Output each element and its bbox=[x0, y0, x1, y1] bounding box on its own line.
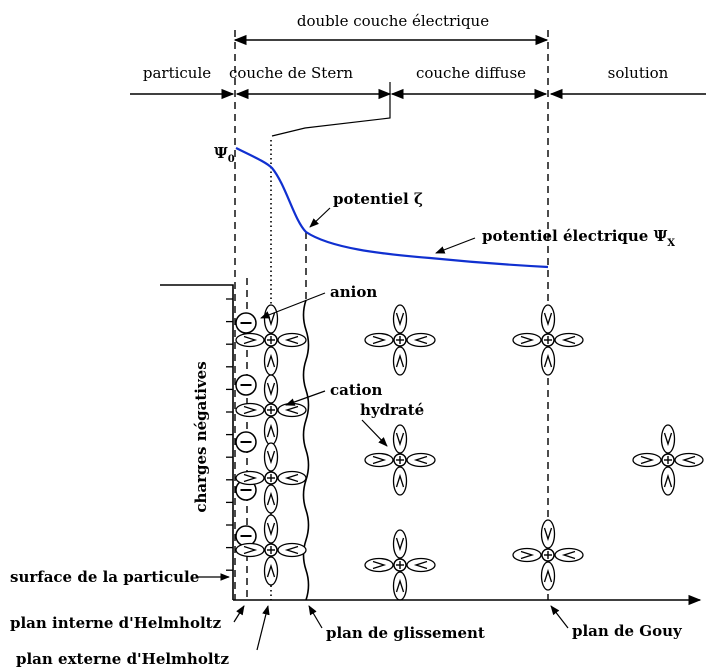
slipping-plane-line bbox=[302, 299, 310, 601]
anion-icon bbox=[235, 374, 257, 396]
plan-externe-arrow bbox=[256, 605, 270, 651]
anion-icon bbox=[235, 431, 257, 453]
cation-icon bbox=[365, 425, 435, 495]
label-anion: anion bbox=[330, 283, 377, 301]
particle-surface: charges négatives bbox=[160, 284, 234, 600]
label-cation: cation bbox=[330, 381, 382, 399]
plan-interne-arrow bbox=[233, 605, 245, 623]
label-couche-stern: couche de Stern bbox=[229, 64, 353, 82]
stern-leader-line bbox=[271, 82, 391, 137]
label-plan-interne: plan interne d'Helmholtz bbox=[10, 614, 222, 632]
label-plan-gouy: plan de Gouy bbox=[572, 622, 683, 640]
surface-ticks bbox=[226, 298, 233, 571]
gouy-arrow bbox=[550, 605, 569, 629]
glissement-arrow bbox=[308, 605, 323, 629]
cation-icon bbox=[513, 520, 583, 590]
label-double-couche: double couche électrique bbox=[297, 12, 489, 30]
bottom-section: surface de la particule plan interne d'H… bbox=[10, 568, 702, 668]
cation-icon bbox=[513, 305, 583, 375]
label-couche-diffuse: couche diffuse bbox=[416, 64, 526, 82]
potential-section: Ψ0 potentiel ζ potentiel électrique ΨX bbox=[214, 144, 675, 269]
cation-arrow bbox=[285, 390, 326, 406]
cation-icon bbox=[365, 305, 435, 375]
cation-icon bbox=[633, 425, 703, 495]
potential-arrow bbox=[435, 237, 476, 254]
label-charges-negatives: charges négatives bbox=[192, 361, 210, 512]
label-hydrate: hydraté bbox=[360, 401, 424, 419]
label-plan-glissement: plan de glissement bbox=[326, 624, 485, 642]
label-particule: particule bbox=[143, 64, 211, 82]
hydrate-arrow bbox=[361, 419, 388, 447]
label-solution: solution bbox=[608, 64, 669, 82]
label-potentiel-zeta: potentiel ζ bbox=[333, 190, 423, 208]
label-potentiel-electrique: potentiel électrique ΨX bbox=[482, 227, 675, 249]
potential-curve bbox=[235, 147, 549, 269]
anions bbox=[235, 312, 257, 547]
label-plan-externe: plan externe d'Helmholtz bbox=[16, 650, 229, 668]
cation-icon bbox=[365, 530, 435, 600]
label-surface-particule: surface de la particule bbox=[10, 568, 199, 586]
label-psi0: Ψ0 bbox=[214, 144, 235, 165]
anion-arrow bbox=[260, 292, 326, 319]
top-labels: double couche électrique particule couch… bbox=[130, 12, 706, 137]
ion-labels: anion cation hydraté bbox=[260, 283, 424, 447]
particle-surface-line bbox=[160, 284, 234, 600]
cation-icon bbox=[236, 443, 306, 513]
zeta-arrow bbox=[309, 207, 331, 228]
plane-lines bbox=[234, 30, 549, 601]
anion-icon bbox=[235, 312, 257, 334]
